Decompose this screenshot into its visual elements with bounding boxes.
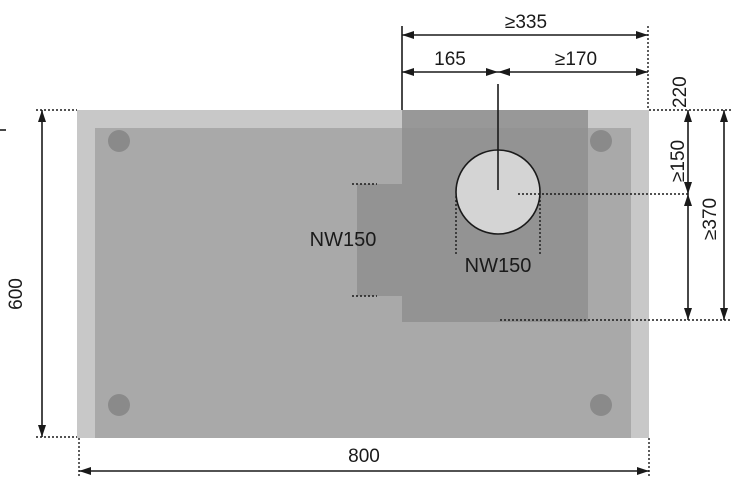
dim-min-depth-arrow-bottom [720, 308, 728, 320]
dim-depth-arrow-bottom [38, 425, 46, 437]
dim-min-distance-arrow-left [498, 68, 510, 76]
dim-offset-arrow-right [486, 68, 498, 76]
dim-total-label: ≥335 [505, 12, 547, 33]
dim-lower-arrow-top [684, 194, 692, 206]
foot-top-left [108, 130, 130, 152]
dim-back-label: 220 [670, 76, 691, 108]
flue-outlet-label: NW150 [465, 255, 532, 277]
side-opening-block [357, 184, 402, 296]
dim-min-depth-label: ≥370 [700, 198, 721, 240]
dim-back-arrow-top [684, 110, 692, 122]
side-opening-label: NW150 [310, 229, 377, 251]
dim-width-arrow-left [79, 467, 91, 475]
dim-offset-arrow-left [402, 68, 414, 76]
dim-total-arrow-left [402, 31, 414, 39]
dim-min-back-label: ≥150 [668, 140, 689, 182]
foot-bottom-right [590, 394, 612, 416]
dim-min-depth-arrow-top [720, 110, 728, 122]
dim-total-arrow-right [636, 31, 648, 39]
dim-depth-arrow-top [38, 110, 46, 122]
dim-lower-arrow-bottom [684, 308, 692, 320]
dim-depth-label: 600 [6, 278, 27, 310]
dim-back-arrow-bottom [684, 182, 692, 194]
dim-offset-label: 165 [434, 49, 466, 70]
foot-bottom-left [108, 394, 130, 416]
foot-top-right [590, 130, 612, 152]
dim-width-label: 800 [348, 446, 380, 467]
dim-width-arrow-right [637, 467, 649, 475]
dim-min-distance-arrow-right [636, 68, 648, 76]
dim-min-distance-label: ≥170 [555, 49, 597, 70]
